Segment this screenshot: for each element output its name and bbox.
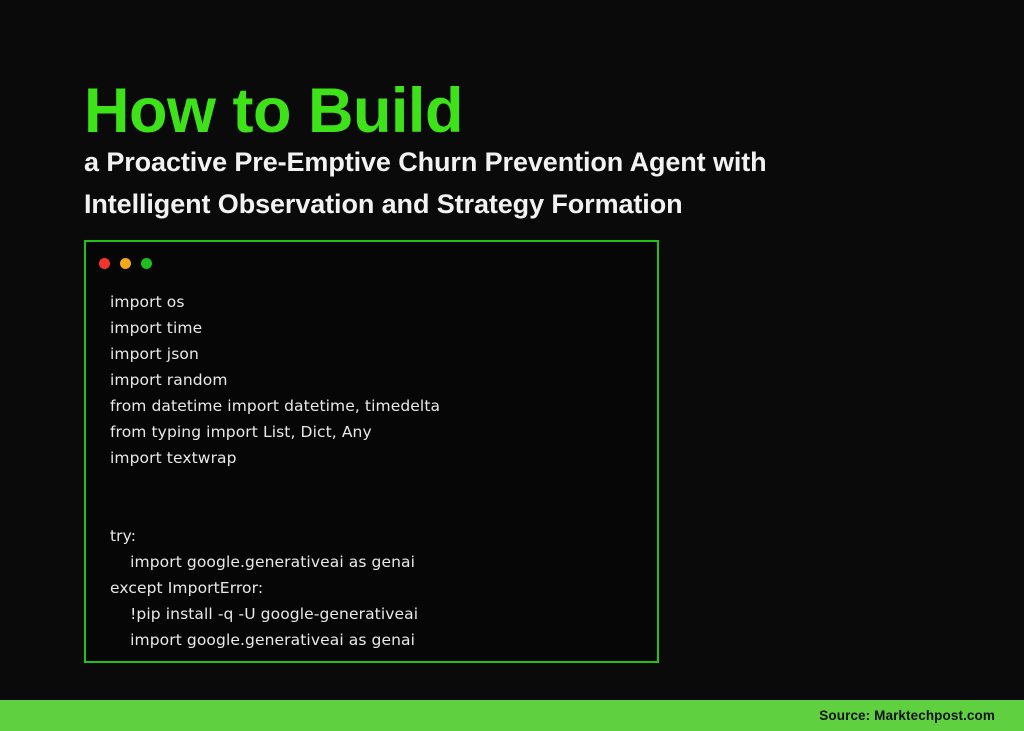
subtitle-line-1: a Proactive Pre-Emptive Churn Prevention…	[84, 147, 767, 177]
code-line-blank	[110, 497, 657, 523]
code-window: import os import time import json import…	[84, 240, 659, 663]
code-line: import os	[110, 293, 185, 311]
subtitle-line-2: Intelligent Observation and Strategy For…	[84, 188, 683, 219]
footer-bar: Source: Marktechpost.com	[0, 700, 1024, 731]
code-line: try:	[110, 527, 137, 545]
code-line: !pip install -q -U google-generativeai	[110, 605, 419, 623]
maximize-dot-icon[interactable]	[141, 257, 152, 269]
code-line-blank	[110, 471, 657, 497]
minimize-dot-icon[interactable]	[120, 257, 131, 269]
code-line: import time	[110, 319, 203, 337]
code-line: import textwrap	[110, 449, 237, 467]
page-subtitle: a Proactive Pre-Emptive Churn Prevention…	[84, 142, 914, 226]
close-dot-icon[interactable]	[99, 257, 110, 269]
code-line: import json	[110, 345, 199, 363]
code-line: import random	[110, 371, 228, 389]
page-title: How to Build	[84, 76, 463, 147]
code-line: except ImportError:	[110, 579, 264, 597]
code-line: import google.generativeai as genai	[110, 553, 416, 571]
source-label: Source: Marktechpost.com	[819, 708, 995, 723]
code-window-titlebar	[86, 242, 657, 284]
code-content: import os import time import json import…	[86, 284, 657, 653]
code-line: from typing import List, Dict, Any	[110, 423, 372, 441]
code-line: from datetime import datetime, timedelta	[110, 397, 441, 415]
code-line: import google.generativeai as genai	[110, 631, 416, 649]
